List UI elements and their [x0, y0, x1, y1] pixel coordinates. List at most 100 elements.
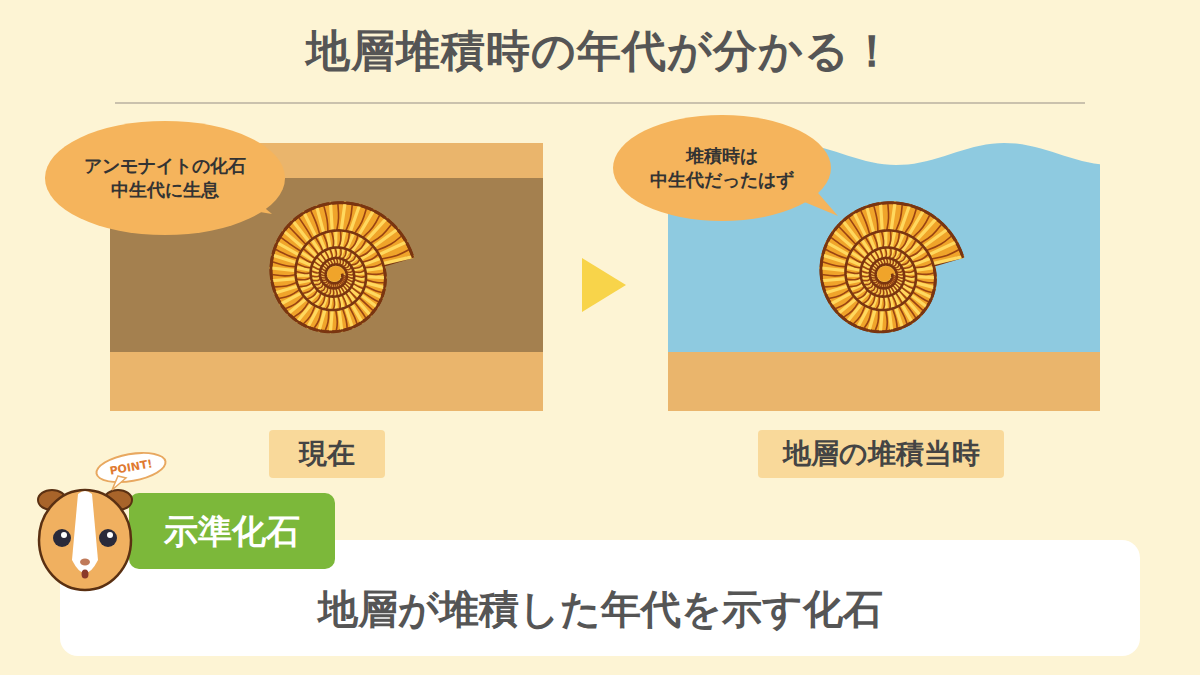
shell-rib: [914, 263, 932, 268]
title: 地層堆積時の年代が分かる！: [0, 22, 1200, 81]
shell-rib: [346, 293, 353, 304]
shell-rib: [904, 270, 916, 272]
shell-rib: [298, 217, 312, 239]
shell-rib: [295, 271, 310, 273]
shell-rib: [915, 286, 934, 293]
shell-suture: [271, 203, 413, 332]
shell-rib: [349, 306, 358, 325]
shell-rib-light: [916, 275, 935, 279]
speech-bubble: 堆積時は 中生代だったはず: [613, 115, 830, 221]
shell-rib: [896, 204, 903, 231]
shell-rib: [828, 290, 850, 299]
shell-rib-light: [822, 279, 846, 281]
ammonite-fossil: [821, 203, 963, 332]
shell-rib: [904, 280, 916, 283]
shell-rib: [354, 302, 366, 319]
shell-rib: [853, 248, 865, 258]
shell-rib: [348, 255, 356, 263]
shell-rib: [370, 224, 392, 244]
shell-rib: [354, 208, 366, 234]
shell-rib: [875, 250, 879, 259]
guinea-pig-mascot: [38, 476, 132, 590]
point-bubble-text: POINT!: [109, 458, 154, 478]
shell-rib: [867, 257, 874, 264]
shell-rib: [359, 297, 374, 311]
shell-rib: [901, 287, 911, 294]
shell-rib: [821, 274, 845, 275]
shell-rib: [313, 308, 321, 329]
shell-rib: [852, 286, 865, 293]
shell-rib: [926, 235, 952, 250]
shell-rib-light: [880, 310, 882, 332]
shell-rib: [895, 251, 901, 260]
shell-rib: [893, 309, 898, 330]
mascot-head: [39, 490, 131, 590]
shell-rib: [834, 296, 853, 309]
shell-rib-light: [273, 255, 297, 263]
mascot-nose: [80, 559, 90, 566]
shell-rib: [913, 214, 930, 237]
shell-rib: [888, 248, 891, 258]
shell-rib-light: [331, 203, 333, 230]
shell-rib: [366, 273, 385, 275]
shell-rib: [354, 276, 366, 278]
shell-rib: [888, 296, 890, 309]
shell-rib: [365, 286, 384, 293]
shell-rib: [296, 263, 311, 267]
shell-rib: [312, 266, 321, 270]
shell-rib: [849, 256, 863, 263]
shell-rib: [273, 282, 297, 287]
shell-rib-light: [821, 268, 845, 271]
shell-rib: [335, 248, 336, 259]
shell-rib: [353, 283, 364, 288]
shell-rib: [280, 237, 301, 252]
shell-rib: [892, 295, 896, 307]
mascot-ear: [104, 490, 132, 510]
panel-label: 現在: [269, 430, 385, 478]
shell-rib: [885, 248, 886, 259]
shell-rib-light: [366, 275, 385, 279]
shell-rib-light: [889, 309, 892, 330]
shell-rib: [848, 282, 862, 286]
shell-rib: [898, 255, 906, 263]
shell-rib: [904, 208, 916, 234]
shell-rib: [320, 253, 326, 261]
point-bubble-tail: [112, 476, 126, 490]
shell-rib: [351, 287, 361, 294]
shell-rib: [846, 263, 861, 267]
shell-rib-light: [846, 274, 861, 277]
shell-rib: [271, 274, 295, 275]
shell-rib: [882, 231, 884, 248]
shell-rib: [309, 242, 319, 255]
shell-rib: [337, 203, 339, 231]
shell-rib-light: [271, 268, 295, 271]
shell-rib: [880, 248, 882, 258]
shell-rib-light: [296, 274, 311, 277]
shell-rib: [886, 310, 888, 332]
speech-bubble: アンモナイトの化石 中生代に生息: [45, 121, 286, 235]
shell-rib: [299, 256, 313, 263]
shell-rib: [899, 235, 908, 250]
shell-rib: [870, 253, 876, 261]
shell-rib: [825, 249, 848, 259]
shell-rib-light: [823, 255, 847, 263]
shell-rib-light: [881, 203, 883, 230]
shell-rib: [312, 293, 321, 304]
shell-rib: [284, 296, 303, 309]
shell-rib: [275, 249, 298, 259]
shell-rib: [904, 240, 916, 254]
shell-rib: [904, 276, 916, 278]
shell-rib: [338, 296, 340, 309]
shell-rib: [323, 233, 328, 249]
shell-rib: [376, 235, 402, 250]
shell-rib: [862, 266, 871, 270]
shell-rib-light: [330, 310, 332, 332]
shell-rib: [873, 233, 878, 249]
shell-rib-light: [884, 230, 888, 247]
shell-rib: [822, 262, 846, 267]
shell-rib: [861, 271, 870, 273]
shell-rib: [354, 240, 366, 254]
shell-rib: [848, 217, 862, 239]
shell-rib: [865, 237, 873, 252]
mascot-face-stripe: [72, 491, 98, 573]
